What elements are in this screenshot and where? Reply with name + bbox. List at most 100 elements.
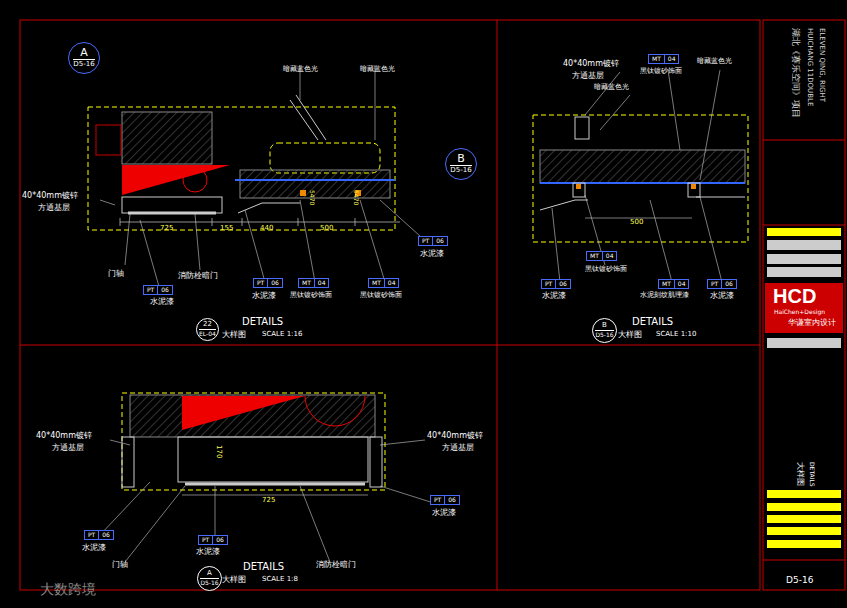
annotation-label: DETAILS [808, 462, 815, 487]
material-tag: PT06 [707, 279, 737, 289]
annotation-label: 500 [630, 219, 643, 227]
annotation-label: 水泥漆 [196, 548, 220, 557]
annotation-label: 门轴 [112, 561, 128, 570]
annotation-label: 门轴 [108, 270, 124, 279]
material-tag: PT06 [418, 236, 448, 246]
annotation-label: 5470 [352, 190, 359, 205]
annotation-label: 440 [260, 225, 273, 233]
node-text: EL-04 [199, 329, 216, 338]
annotation-label: 水泥刻纹肌理漆 [640, 292, 689, 300]
node-text: B [602, 322, 607, 330]
annotation-label: 黑钛镀砂饰面 [360, 292, 402, 300]
annotation-label: 水泥漆 [542, 292, 566, 301]
material-tag: PT06 [541, 279, 571, 289]
node-text: PT [85, 531, 98, 539]
annotation-label: 消防栓暗门 [178, 272, 218, 281]
node-text: 04 [314, 279, 329, 287]
annotation-label: 黑钛镀砂饰面 [290, 292, 332, 300]
material-tag: MT04 [586, 251, 617, 261]
material-tag: PT06 [430, 495, 460, 505]
node-text: PT [144, 286, 157, 294]
annotation-label: 黑钛镀砂饰面 [585, 266, 627, 274]
node-text: 04 [384, 279, 399, 287]
node-text: 06 [432, 237, 447, 245]
annotation-label: HUICHANG 11DOUBLE [805, 28, 813, 106]
node-text: 06 [721, 280, 736, 288]
material-tag: MT04 [368, 278, 399, 288]
node-text: 04 [664, 55, 679, 63]
annotation-label: 水泥漆 [82, 544, 106, 553]
node-text: PT [708, 280, 721, 288]
node-text: MT [587, 252, 602, 260]
material-tag: PT06 [143, 285, 173, 295]
annotation-label: 消防栓暗门 [316, 561, 356, 570]
annotation-label: 170 [214, 445, 222, 458]
annotation-label: HaiChen+Design [774, 309, 825, 316]
view-title: DETAILS [243, 561, 284, 572]
node-text: PT [431, 496, 444, 504]
annotation-label: 暗藏蓝色光 [283, 66, 318, 74]
annotation-label: SCALE 1:10 [656, 331, 696, 339]
annotation-label: 水泥漆 [432, 509, 456, 518]
node-text: 04 [602, 252, 617, 260]
annotation-label: 大样图 [222, 576, 246, 585]
annotation-label: 40*40mm镀锌 [427, 432, 483, 441]
node-text: D5-16 [450, 165, 471, 175]
annotation-label: D5-16 [786, 576, 813, 586]
node-text: PT [542, 280, 555, 288]
node-text: 06 [267, 279, 282, 287]
annotation-label: 方通基层 [442, 444, 474, 453]
node-text: PT [254, 279, 267, 287]
material-tag: MT04 [648, 54, 679, 64]
annotation-label: 大样图 [795, 462, 804, 486]
annotation-label: 方通基层 [572, 72, 604, 81]
annotation-label: 暗藏蓝色光 [697, 58, 732, 66]
annotation-label: 725 [160, 225, 173, 233]
annotation-label: ELEVEN QING, RIGHT [817, 28, 825, 102]
section-marker: BD5-16 [445, 148, 477, 180]
annotation-label: 水泥漆 [150, 298, 174, 307]
annotation-label: 725 [262, 497, 275, 505]
watermark: 大数跨境 [40, 582, 96, 597]
annotation-label: 500 [320, 225, 333, 233]
detail-marker: AD5-16 [197, 566, 222, 591]
node-text: 06 [555, 280, 570, 288]
annotation-label: 40*40mm镀锌 [563, 60, 619, 69]
section-marker: AD5-16 [68, 42, 100, 74]
annotation-label: 方通基层 [52, 444, 84, 453]
node-text: 06 [98, 531, 113, 539]
material-tag: MT04 [298, 278, 329, 288]
annotation-label: 方通基层 [38, 204, 70, 213]
annotation-label: 暗藏蓝色光 [360, 66, 395, 74]
node-text: MT [659, 280, 674, 288]
material-tag: PT06 [253, 278, 283, 288]
annotation-label: 水泥漆 [420, 250, 444, 259]
annotation-label: 40*40mm镀锌 [36, 432, 92, 441]
material-tag: PT06 [198, 535, 228, 545]
node-text: A [207, 570, 212, 578]
view-title: DETAILS [242, 316, 283, 327]
annotation-label: 155 [220, 225, 233, 233]
node-text: 06 [157, 286, 172, 294]
material-tag: MT04 [658, 279, 689, 289]
node-text: MT [649, 55, 664, 63]
detail-marker: 22EL-04 [196, 318, 219, 341]
material-tag: PT06 [84, 530, 114, 540]
node-text: 06 [212, 536, 227, 544]
annotation-label: 水泥漆 [710, 292, 734, 301]
node-text: MT [299, 279, 314, 287]
annotation-label: 湖北《赛乐空间》项目 [790, 28, 800, 118]
annotation-label: 大样图 [222, 331, 246, 340]
company-logo: HCD [773, 285, 816, 307]
node-text: D5-16 [73, 59, 94, 69]
annotation-label: 水泥漆 [252, 292, 276, 301]
node-text: PT [419, 237, 432, 245]
annotation-label: 黑钛镀砂饰面 [640, 68, 682, 76]
view-title: DETAILS [632, 316, 673, 327]
node-text: A [80, 47, 88, 59]
node-text: 22 [203, 321, 212, 329]
annotation-label: 暗藏蓝色光 [594, 84, 629, 92]
node-text: B [457, 153, 465, 165]
node-text: D5-16 [200, 578, 218, 587]
